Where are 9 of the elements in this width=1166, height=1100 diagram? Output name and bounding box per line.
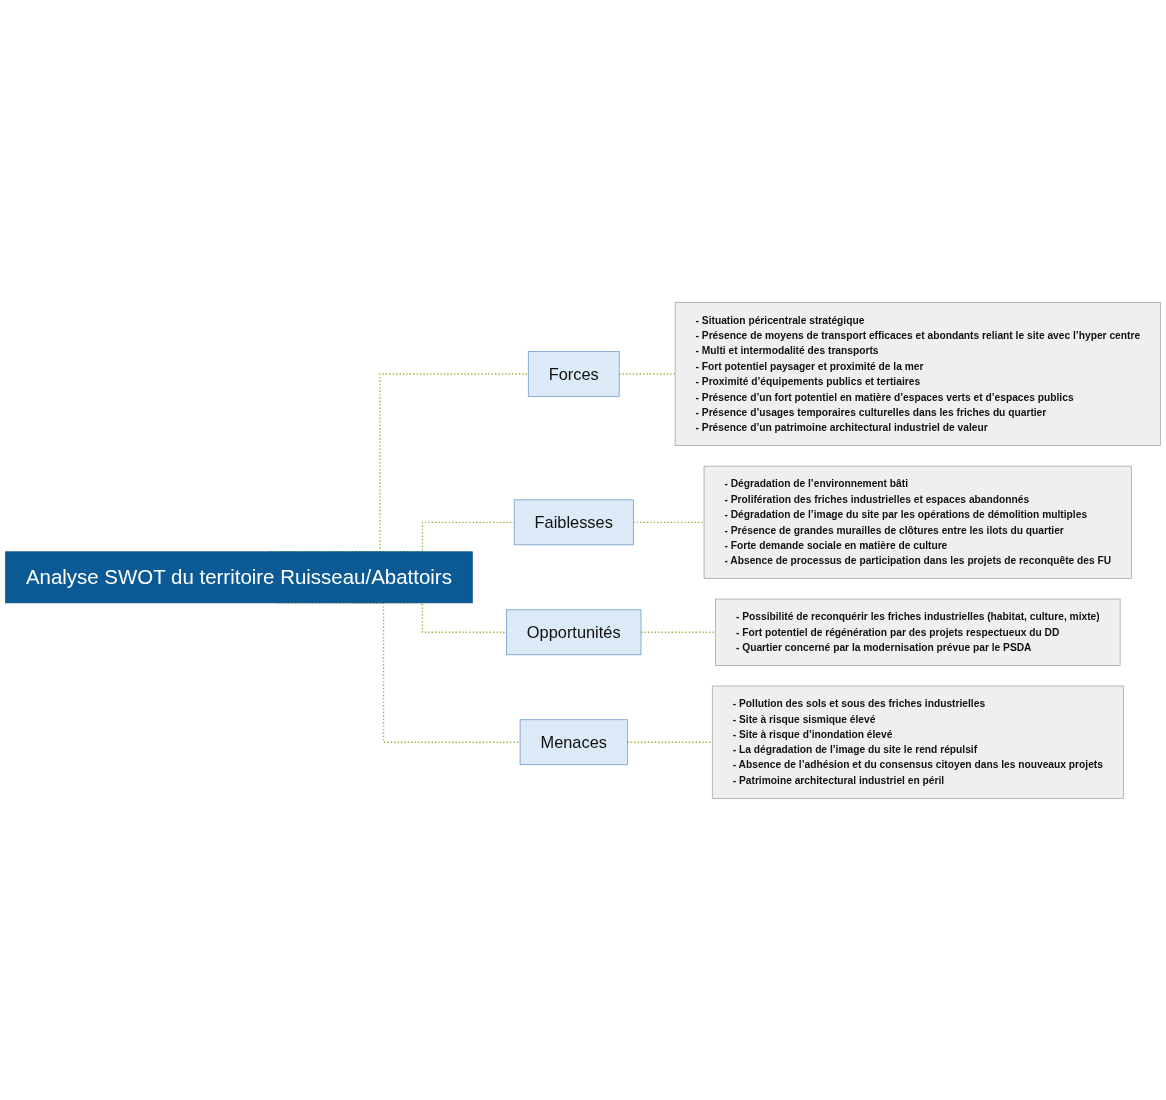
node-box: - Dégradation de l’environnement bâti - Prolifération des friches industrielles et espaces abandonnés - Dégradation de l’image du site par les opérations de démolition multiples - Présence de grandes murailles de clôtures entre les ilots du quartier - Forte demande sociale en matière de culture - Absence de processus de participation dans les projets de reconquête des FU xyxy=(703,465,1132,579)
node-box: Faiblesses xyxy=(513,499,634,545)
node-box: Analyse SWOT du territoire Ruisseau/Abattoirs xyxy=(5,550,473,603)
node-box: Forces xyxy=(527,350,620,397)
node-box: - Possibilité de reconquérir les friches industrielles (habitat, culture, mixte) - Fort potentiel de régénération par des projets respectueux du DD - Quartier concerné par la modernisation prévue par le PSDA xyxy=(715,598,1121,666)
node-box: Menaces xyxy=(519,718,628,765)
node-box: Opportunités xyxy=(506,608,642,655)
node-box: - Pollution des sols et sous des friches industrielles - Site à risque sismique élevé - Site à risque d’inondation élevé - La dégradation de l’image du site le rend répulsif - Absence de l’adhésion et du consensus citoyen dans les nouveaux projets - Patrimoine architectural industriel en péril xyxy=(711,685,1124,799)
node-box: - Situation péricentrale stratégique - Présence de moyens de transport efficaces et abondants reliant le site avec l’hyper centre - Multi et intermodalité des transports - Fort potentiel paysager et proximité de la mer - Proximité d’équipements publics et tertiaires - Présence d’un fort potentiel en matière d’espaces verts et d’espaces publics - Présence d’usages temporaires culturelles dans les friches du quartier - Présence d’un patrimoine architectural industriel de valeur xyxy=(674,301,1161,446)
